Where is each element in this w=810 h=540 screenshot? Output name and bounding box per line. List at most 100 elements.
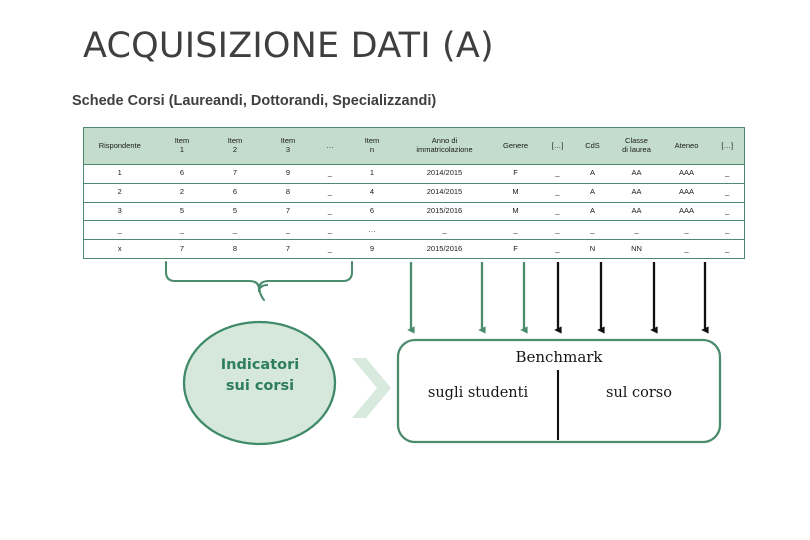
table-cell: 7 bbox=[261, 239, 315, 259]
col-header-ellipsis-1: […] bbox=[540, 127, 575, 165]
col-header-ellipsis-2: […] bbox=[710, 127, 745, 165]
col-header-line1: Classe bbox=[625, 136, 648, 146]
col-header-line1: Rispondente bbox=[98, 140, 141, 150]
table-cell: _ bbox=[540, 201, 575, 222]
col-header-line1: Genere bbox=[502, 140, 529, 150]
col-header-item-2: Item 2 bbox=[208, 127, 262, 165]
table-cell: _ bbox=[710, 220, 745, 241]
table-cell: _ bbox=[314, 164, 346, 184]
table-cell: 9 bbox=[261, 164, 315, 184]
table-cell: _ bbox=[314, 201, 346, 222]
table-cell: _ bbox=[710, 201, 745, 222]
table-cell: _ bbox=[662, 239, 711, 259]
col-header-item-n: Item n bbox=[345, 127, 399, 165]
col-header-line2: 1 bbox=[179, 145, 185, 154]
table-cell: 3 bbox=[83, 201, 156, 222]
col-header-anno-immatricolazione: Anno di immatricolazione bbox=[398, 127, 491, 165]
table-cell: A bbox=[574, 164, 611, 184]
table-cell: 8 bbox=[261, 182, 315, 203]
col-header-genere: Genere bbox=[490, 127, 541, 165]
chevron-right-icon bbox=[352, 358, 391, 418]
table-cell: _ bbox=[710, 164, 745, 184]
col-header-line2: 2 bbox=[232, 145, 238, 154]
table-cell: _ bbox=[662, 220, 711, 241]
table-cell: _ bbox=[540, 182, 575, 203]
col-header-classe-di-laurea: Classe di laurea bbox=[610, 127, 663, 165]
table-cell: _ bbox=[610, 220, 663, 241]
ellipse-label: Indicatori sui corsi bbox=[184, 355, 336, 396]
table-cell: _ bbox=[540, 220, 575, 241]
col-header-line1: Item bbox=[174, 136, 190, 146]
ellipse-label-line2: sui corsi bbox=[225, 377, 295, 394]
table-row: _ _ _ _ _ … _ _ _ _ _ _ _ bbox=[83, 220, 745, 241]
table-cell: _ bbox=[155, 220, 209, 241]
table-row: 1 6 7 9 _ 1 2014/2015 F _ A AA AAA _ bbox=[83, 164, 745, 184]
col-header-line1: Item bbox=[227, 136, 243, 146]
benchmark-title: Benchmark bbox=[515, 348, 603, 366]
col-header-line1: […] bbox=[721, 140, 734, 150]
table-cell: 4 bbox=[345, 182, 399, 203]
page-subtitle: Schede Corsi (Laureandi, Dottorandi, Spe… bbox=[72, 93, 437, 109]
table-cell: _ bbox=[398, 220, 491, 241]
table-cell: 7 bbox=[261, 201, 315, 222]
col-header-cds: CdS bbox=[574, 127, 611, 165]
table-cell: 6 bbox=[208, 182, 262, 203]
table-cell: _ bbox=[574, 220, 611, 241]
table-cell: AA bbox=[610, 164, 663, 184]
table-cell: 7 bbox=[155, 239, 209, 259]
col-header-line2: immatricolazione bbox=[416, 145, 473, 154]
table-cell: 6 bbox=[345, 201, 399, 222]
table-cell: 5 bbox=[155, 201, 209, 222]
table-cell: _ bbox=[261, 220, 315, 241]
table-cell: … bbox=[345, 220, 399, 241]
table-cell: _ bbox=[540, 239, 575, 259]
col-header-ellipsis-items: … bbox=[314, 127, 346, 165]
benchmark-right-label: sul corso bbox=[606, 385, 672, 401]
table-cell: 5 bbox=[208, 201, 262, 222]
table-row: 3 5 5 7 _ 6 2015/2016 M _ A AA AAA _ bbox=[83, 201, 745, 222]
table-cell: 9 bbox=[345, 239, 399, 259]
table-cell: AA bbox=[610, 201, 663, 222]
col-header-line1: Anno di bbox=[431, 136, 458, 146]
ellipse-label-line1: Indicatori bbox=[220, 357, 300, 373]
table-cell: 8 bbox=[208, 239, 262, 259]
table-cell: AA bbox=[610, 182, 663, 203]
table-cell: M bbox=[490, 201, 541, 222]
col-header-line2: di laurea bbox=[622, 145, 651, 154]
table-cell: A bbox=[574, 201, 611, 222]
col-header-line1: … bbox=[326, 140, 334, 150]
table-row: 2 2 6 8 _ 4 2014/2015 M _ A AA AAA _ bbox=[83, 182, 745, 203]
col-header-line2: 3 bbox=[285, 145, 291, 154]
table-cell: _ bbox=[490, 220, 541, 241]
table-cell: A bbox=[574, 182, 611, 203]
col-header-line1: CdS bbox=[585, 140, 600, 150]
table-cell: _ bbox=[314, 220, 346, 241]
table-cell: _ bbox=[710, 182, 745, 203]
table-cell: _ bbox=[540, 164, 575, 184]
data-table: Rispondente Item 1 Item 2 Item 3 bbox=[83, 127, 745, 259]
curly-brace-tip bbox=[257, 283, 266, 302]
curly-brace bbox=[164, 260, 354, 293]
col-header-line1: Item bbox=[364, 136, 380, 146]
table-cell: 2014/2015 bbox=[398, 164, 491, 184]
col-header-line1: Ateneo bbox=[674, 140, 699, 150]
table-cell: 7 bbox=[208, 164, 262, 184]
table-cell: NN bbox=[610, 239, 663, 259]
table-cell: _ bbox=[710, 239, 745, 259]
col-header-line2: n bbox=[369, 145, 375, 154]
table-cell: N bbox=[574, 239, 611, 259]
col-header-item-3: Item 3 bbox=[261, 127, 315, 165]
table-cell: 2014/2015 bbox=[398, 182, 491, 203]
table-cell: F bbox=[490, 164, 541, 184]
benchmark-left-label: sugli studenti bbox=[427, 385, 529, 401]
col-header-line1: […] bbox=[551, 140, 564, 150]
table-cell: 2 bbox=[83, 182, 156, 203]
table-cell: _ bbox=[83, 220, 156, 241]
page-title: ACQUISIZIONE DATI (A) bbox=[83, 26, 494, 66]
table-cell: 2015/2016 bbox=[398, 239, 491, 259]
table-cell: 1 bbox=[83, 164, 156, 184]
table-cell: 2 bbox=[155, 182, 209, 203]
table-cell: _ bbox=[314, 182, 346, 203]
